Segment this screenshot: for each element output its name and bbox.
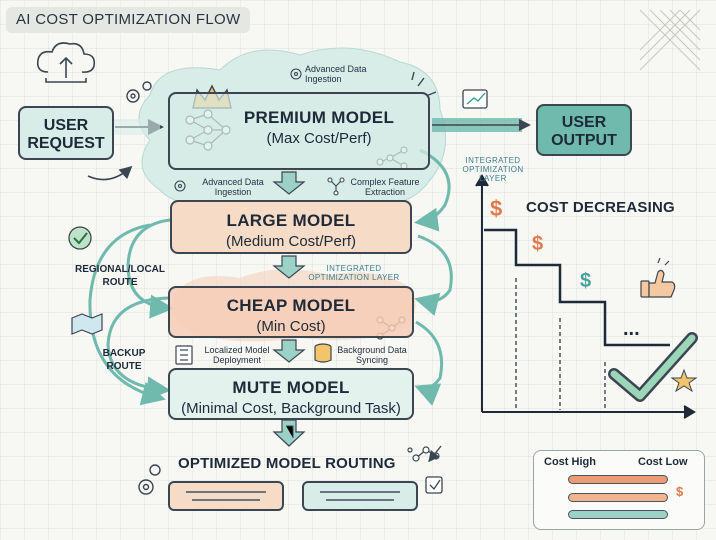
cheap-model-name: CHEAP MODEL [226,296,356,315]
user-request-label: USER REQUEST [27,117,105,152]
trend-chart-icon [462,89,488,109]
cloud-upload-icon [36,42,96,83]
premium-model-name: PREMIUM MODEL [243,108,395,127]
cost-legend: Cost High Cost Low $ [533,450,705,530]
gears-icon [138,464,161,495]
large-model-name: LARGE MODEL [226,211,356,230]
large-model-detail: (Medium Cost/Perf) [225,233,357,250]
ellipsis-text: ... [623,318,640,340]
mute-model-detail: (Minimal Cost, Background Task) [181,400,401,417]
star-icon [670,368,698,393]
legend-low-label: Cost Low [638,456,688,468]
checkbox-icon [425,476,443,494]
page-title: AI COST OPTIMIZATION FLOW [6,7,251,33]
cheap-model-detail: (Min Cost) [256,318,326,335]
thumbs-up-icon [640,269,676,298]
regional-route-label: REGIONAL/LOCAL ROUTE [75,264,165,288]
gear-icon [126,81,152,103]
backup-route-label: BACKUP ROUTE [102,348,146,372]
building-icon [175,345,193,365]
map-icon [71,313,103,335]
legend-dollar-icon: $ [676,484,684,499]
feature-extraction: Complex Feature Extraction [350,177,420,197]
legend-bar-high [568,475,668,484]
feature-ingestion-mid: Advanced Data Ingestion [202,177,264,197]
legend-bar-mid [568,493,668,502]
integrated-layer-note-1: INTEGRATED OPTIMIZATION LAYER [462,156,524,183]
cost-chart-axes [475,174,696,419]
legend-bar-low [568,510,668,519]
legend-high-label: Cost High [544,456,596,468]
mute-model-name: MUTE MODEL [232,378,350,397]
dollar-icon-3: $ [580,270,592,292]
cost-step-line [484,228,670,347]
database-icon [314,343,332,363]
feature-ingestion-top: Advanced Data Ingestion [305,64,367,84]
routing-card-teal[interactable] [302,481,418,511]
routing-title: OPTIMIZED MODEL ROUTING [178,455,396,472]
feature-localized: Localized Model Deployment [204,345,270,365]
mute-model-box[interactable]: MUTE MODEL (Minimal Cost, Background Tas… [168,368,414,420]
integrated-layer-note-2: INTEGRATED OPTIMIZATION LAYER [308,264,400,282]
user-output-label: USER OUTPUT [551,114,617,149]
premium-model-box[interactable]: PREMIUM MODEL (Max Cost/Perf) [168,92,430,170]
check-badge-icon [68,226,92,250]
feature-syncing: Background Data Syncing [337,345,407,365]
user-request-box[interactable]: USER REQUEST [18,106,114,160]
dollar-icon-1: $ [490,196,503,221]
cost-chart-title: COST DECREASING [526,199,675,216]
routing-card-orange[interactable] [168,481,284,511]
premium-model-detail: (Max Cost/Perf) [266,130,372,147]
dollar-icon-2: $ [532,233,544,255]
user-output-box[interactable]: USER OUTPUT [536,104,632,156]
large-model-box[interactable]: LARGE MODEL (Medium Cost/Perf) [170,200,412,254]
cheap-model-box[interactable]: CHEAP MODEL (Min Cost) [168,286,414,338]
